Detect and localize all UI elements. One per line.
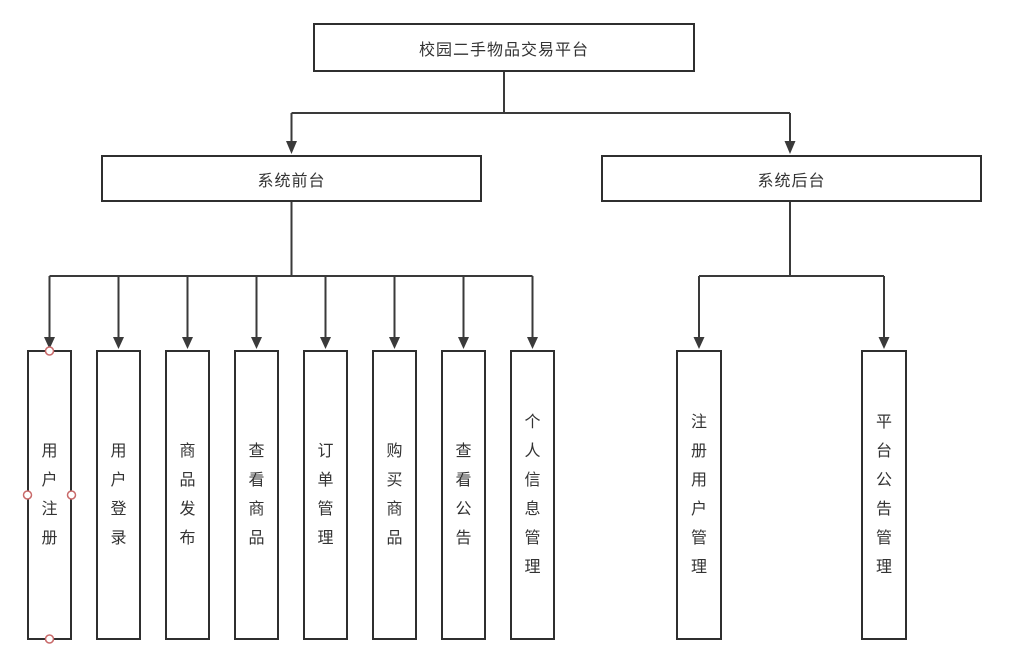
arrowhead-f6 bbox=[389, 337, 400, 349]
arrowhead-f8 bbox=[527, 337, 538, 349]
node-root[interactable]: 校园二手物品交易平台 bbox=[313, 23, 695, 72]
arrowhead-b2 bbox=[878, 337, 890, 349]
connector-backend-bus[interactable] bbox=[693, 201, 890, 349]
node-personal-info-management[interactable]: 个人信息管理 bbox=[510, 350, 555, 640]
node-order-management-label: 订单管理 bbox=[317, 442, 334, 548]
node-order-management[interactable]: 订单管理 bbox=[303, 350, 348, 640]
arrowhead-f3 bbox=[182, 337, 193, 349]
node-user-login-label: 用户登录 bbox=[110, 442, 127, 548]
node-registered-user-management[interactable]: 注册用户管理 bbox=[676, 350, 722, 640]
arrowhead-f7 bbox=[458, 337, 469, 349]
node-view-products[interactable]: 查看商品 bbox=[234, 350, 279, 640]
arrowhead-f1 bbox=[44, 337, 55, 349]
node-view-announcements[interactable]: 查看公告 bbox=[441, 350, 486, 640]
node-user-login[interactable]: 用户登录 bbox=[96, 350, 141, 640]
node-personal-info-management-label: 个人信息管理 bbox=[524, 413, 541, 577]
node-platform-announcement-management[interactable]: 平台公告管理 bbox=[861, 350, 907, 640]
node-buy-products[interactable]: 购买商品 bbox=[372, 350, 417, 640]
node-frontend[interactable]: 系统前台 bbox=[101, 155, 482, 202]
node-frontend-label: 系统前台 bbox=[257, 172, 326, 190]
node-backend[interactable]: 系统后台 bbox=[601, 155, 982, 202]
node-product-publish-label: 商品发布 bbox=[179, 442, 196, 548]
arrowhead-f2 bbox=[113, 337, 124, 349]
node-view-products-label: 查看商品 bbox=[248, 442, 265, 548]
node-user-register-label: 用户注册 bbox=[41, 442, 58, 548]
node-backend-label: 系统后台 bbox=[757, 172, 826, 190]
connector-frontend-bus[interactable] bbox=[44, 201, 538, 349]
node-buy-products-label: 购买商品 bbox=[386, 442, 403, 548]
node-view-announcements-label: 查看公告 bbox=[455, 442, 472, 548]
connector-root-to-level2[interactable] bbox=[286, 71, 796, 154]
node-root-label: 校园二手物品交易平台 bbox=[418, 41, 589, 59]
node-user-register[interactable]: 用户注册 bbox=[27, 350, 72, 640]
arrowhead-f5 bbox=[320, 337, 331, 349]
arrowhead-b1 bbox=[693, 337, 705, 349]
node-product-publish[interactable]: 商品发布 bbox=[165, 350, 210, 640]
arrowhead-frontend bbox=[286, 141, 297, 154]
arrowhead-backend bbox=[784, 141, 796, 154]
arrowhead-f4 bbox=[251, 337, 262, 349]
node-registered-user-management-label: 注册用户管理 bbox=[690, 413, 707, 577]
node-platform-announcement-management-label: 平台公告管理 bbox=[875, 413, 892, 577]
